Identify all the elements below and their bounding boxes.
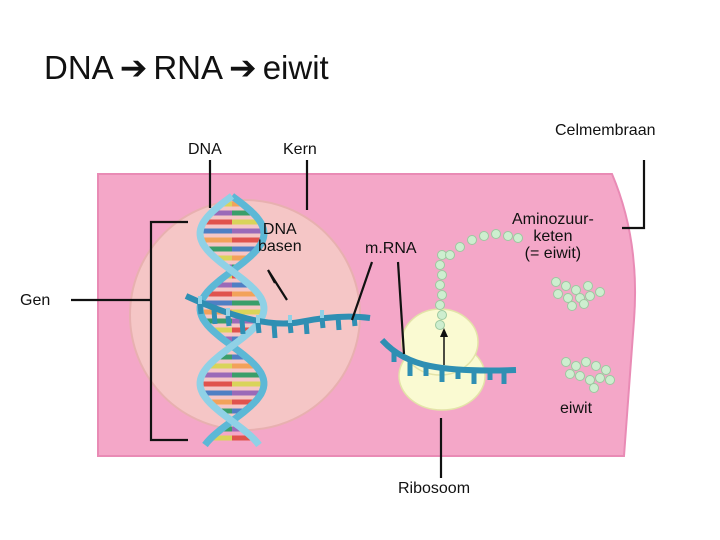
amino-acid-bead [455,242,465,252]
mrna-base [225,315,232,327]
protein-cluster-eiwit [561,357,615,393]
amino-acid-bead [437,290,447,300]
amino-acid-bead [563,293,573,303]
label-aminozuur-line2: keten [533,228,573,245]
amino-acid-bead [467,235,477,245]
amino-acid-bead [491,229,501,239]
amino-acid-bead [595,373,605,383]
label-aminozuur-line1: Aminozuur- [512,211,594,228]
amino-acid-bead [553,289,563,299]
label-gen: Gen [20,292,51,309]
mrna-base [335,315,342,331]
amino-acid-bead [585,375,595,385]
amino-acid-bead [575,371,585,381]
amino-acid-bead [581,357,591,367]
amino-acid-bead [567,301,577,311]
amino-acid-bead [589,383,599,393]
mrna-base [255,322,262,334]
amino-acid-bead [551,277,561,287]
label-dna-basen-line1: DNA [262,221,297,238]
mrna-base [271,323,278,339]
amino-acid-bead [479,231,489,241]
amino-acid-bead [445,250,455,260]
dna-backbone [196,193,268,448]
title-eiwit: eiwit [262,49,329,86]
amino-acid-bead [503,231,513,241]
amino-acid-bead [595,287,605,297]
amino-acid-bead [435,260,445,270]
amino-acid-bead [437,310,447,320]
arrow-right-icon: ➔ [119,49,148,86]
title-rna: RNA [153,49,224,86]
amino-acid-bead [583,281,593,291]
leader-mrna [350,261,406,355]
leader-celmembraan [622,160,646,230]
label-aminozuurketen: Aminozuur- keten (= eiwit) [512,211,594,262]
label-dna: DNA [188,141,222,158]
amino-acid-bead [591,361,601,371]
mrna-base [197,303,204,315]
mrna-strand-ribosome [379,337,517,384]
label-kern: Kern [283,141,317,158]
arrow-right-icon: ➔ [229,49,257,86]
amino-acid-bead [571,361,581,371]
amino-acid-bead [513,233,523,243]
amino-acid-bead [571,285,581,295]
title-dna: DNA [44,49,114,86]
mrna-base [239,319,246,335]
amino-acid-bead [435,280,445,290]
amino-acid-bead [605,375,615,385]
mrna-strand [184,293,371,339]
amino-acid-bead [435,300,445,310]
arrow-up-icon [440,328,448,365]
label-dna-basen: DNA basen [258,221,302,255]
amino-acid-bead [585,291,595,301]
amino-acid-bead [565,369,575,379]
leader-gen [71,220,188,442]
label-celmembraan: Celmembraan [555,122,656,139]
leader-lines [71,160,646,478]
protein-cluster [551,277,605,311]
mrna-base [211,309,218,325]
aminozuur-chain [435,229,523,330]
amino-acid-bead [561,357,571,367]
label-aminozuur-line3: (= eiwit) [524,245,582,262]
amino-acid-bead [579,299,589,309]
amino-acid-bead [601,365,611,375]
label-mrna: m.RNA [365,240,417,257]
mrna-base [287,322,294,334]
mrna-base [351,315,358,327]
amino-acid-bead [437,270,447,280]
amino-acid-bead [561,281,571,291]
leader-dna-basen [267,269,288,301]
mrna-backbone [184,293,371,327]
mrna-base [319,317,326,329]
label-dna-basen-line2: basen [258,238,302,255]
slide-title: DNA➔RNA➔eiwit [44,48,329,87]
label-ribosoom: Ribosoom [398,480,471,497]
amino-acid-bead [435,320,445,330]
label-eiwit: eiwit [560,400,593,417]
mrna-base [303,319,310,335]
